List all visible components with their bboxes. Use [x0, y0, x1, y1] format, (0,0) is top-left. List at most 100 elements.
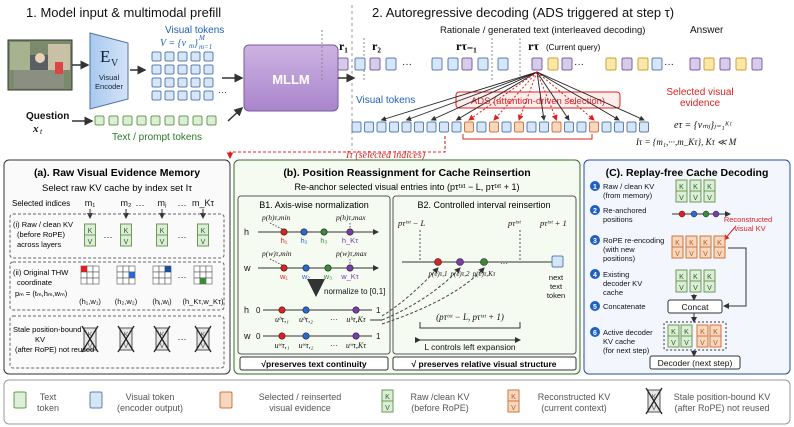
axis-max-label: p(w)τ,max: [335, 249, 367, 258]
axis-label: w: [243, 263, 251, 273]
visual-token: [564, 121, 574, 133]
visual-token-row-decoding: [351, 121, 649, 140]
position-point: [712, 210, 720, 218]
b2-dots: ···: [500, 259, 508, 268]
axis-point-label: h₂: [300, 236, 307, 245]
visual-token: [451, 121, 462, 133]
step-label: RoPE re-encoding: [603, 236, 664, 245]
reinsertion-curve: [381, 267, 439, 317]
raw-kv-box: KV: [156, 223, 168, 247]
kv-v: V: [201, 239, 206, 246]
panel-c-title: (C). Replay-free Cache Decoding: [606, 167, 769, 179]
reconstructed-kv-box: KV: [671, 235, 684, 259]
svg-text:(i) Raw / clean KV: (i) Raw / clean KV: [13, 220, 73, 229]
legend-swatch: [219, 391, 233, 409]
concat-label: Concat: [682, 302, 710, 312]
legend: [3, 379, 791, 425]
kv-dots: ···: [104, 232, 113, 242]
decoding-token: [689, 57, 701, 71]
min-pointer: [269, 258, 285, 267]
decoding-token: [337, 57, 349, 71]
svg-text:coordinate: coordinate: [17, 278, 52, 287]
ads-attention-line: [536, 71, 620, 121]
step-label: Re-anchored: [603, 206, 646, 215]
thw-cell: [122, 265, 130, 273]
thw-cell: [152, 271, 160, 279]
visual-token: [190, 77, 201, 88]
visual-token: [351, 121, 362, 133]
legend-text: Visual token: [126, 392, 175, 402]
axis-label: h: [244, 227, 249, 237]
legend-text: Text: [40, 392, 57, 402]
stale-cross-2: [81, 325, 99, 353]
kv-k: K: [511, 394, 516, 401]
decoder-box: [649, 355, 741, 370]
legend-swatch: [89, 391, 103, 409]
kv-k: K: [88, 228, 93, 235]
decoding-token: [497, 57, 509, 71]
reinsertion-curve: [381, 267, 461, 321]
legend-text: (after RoPE) not reused: [674, 403, 769, 413]
preserve-text-continuity: √preserves text continuity: [261, 359, 367, 369]
reinserted-point: [434, 258, 442, 266]
ads-attention-line: [536, 71, 570, 121]
thw-cell: [193, 271, 201, 279]
visual-token: [626, 121, 637, 133]
prompt-token-row: [94, 115, 217, 126]
thw-cell: [152, 265, 160, 273]
step-number: 4: [593, 272, 597, 279]
active-recon-kv-box: KV: [696, 324, 709, 348]
legend-text: token: [37, 403, 59, 413]
ptxt-plus-1: pτᵗˣᵗ + 1: [539, 218, 567, 228]
visual-token: [414, 121, 424, 133]
visual-token: [614, 121, 624, 133]
axis-point-label: w₂: [301, 272, 310, 281]
active-cache-frame: [663, 321, 727, 351]
thw-cell: [86, 277, 94, 285]
index-dots: ···: [136, 200, 145, 210]
decoding-token: [751, 57, 763, 71]
kv-v: V: [717, 251, 722, 258]
position-point: [690, 210, 698, 218]
stale-v: V: [201, 343, 206, 350]
selection-bracket: [462, 134, 593, 140]
axis-point-label: w_Kτ: [340, 272, 359, 281]
svg-text:Encoder: Encoder: [95, 82, 123, 91]
thw-cell: [205, 271, 213, 279]
kv-v: V: [160, 239, 165, 246]
axis-zero: 0: [256, 332, 261, 341]
step-label: Active decoder: [603, 328, 653, 337]
thw-cell: [116, 277, 124, 285]
norm-point: [278, 332, 286, 340]
visual-token: [539, 121, 549, 133]
svg-text:Visual: Visual: [99, 73, 120, 82]
kv-v: V: [385, 405, 390, 412]
coord-label: (h_Kτ,w_Kτ): [183, 297, 224, 306]
decoding-token: [477, 57, 489, 71]
rationale-label: Rationale / generated text (interleaved …: [440, 25, 645, 36]
norm-point: [278, 306, 286, 314]
reconstructed-kv-box: KV: [713, 235, 726, 259]
visual-token: [639, 121, 649, 133]
thw-cell: [92, 271, 100, 279]
kv-v: V: [675, 251, 680, 258]
raw-kv-box: KV: [689, 179, 702, 203]
axis-zero: 0: [256, 306, 261, 315]
ads-label: ADS (attention-driven selection): [471, 96, 605, 107]
thw-cell: [128, 265, 136, 273]
visual-token: [203, 51, 214, 62]
decoder-label: Decoder (next step): [658, 358, 733, 368]
raw-kv-box: KV: [675, 179, 688, 203]
grid-dots: ···: [218, 87, 227, 97]
visual-token: [164, 64, 175, 75]
thw-cell: [205, 265, 213, 273]
prompt-token: [178, 115, 189, 126]
position-point: [678, 210, 686, 218]
prompt-tokens-label: Text / prompt tokens: [112, 132, 202, 143]
stale-v: V: [652, 405, 657, 412]
panel-a-content: m₁KV(h₁,w₁)KVm₂KV(h₂,w₂)KVmⱼKV(hⱼ,wⱼ)KVm…: [79, 198, 224, 353]
active-kv-box: KV: [680, 324, 693, 348]
thw-cell: [80, 271, 88, 279]
step-number-circle: [590, 269, 600, 279]
step-number: 5: [593, 304, 597, 311]
